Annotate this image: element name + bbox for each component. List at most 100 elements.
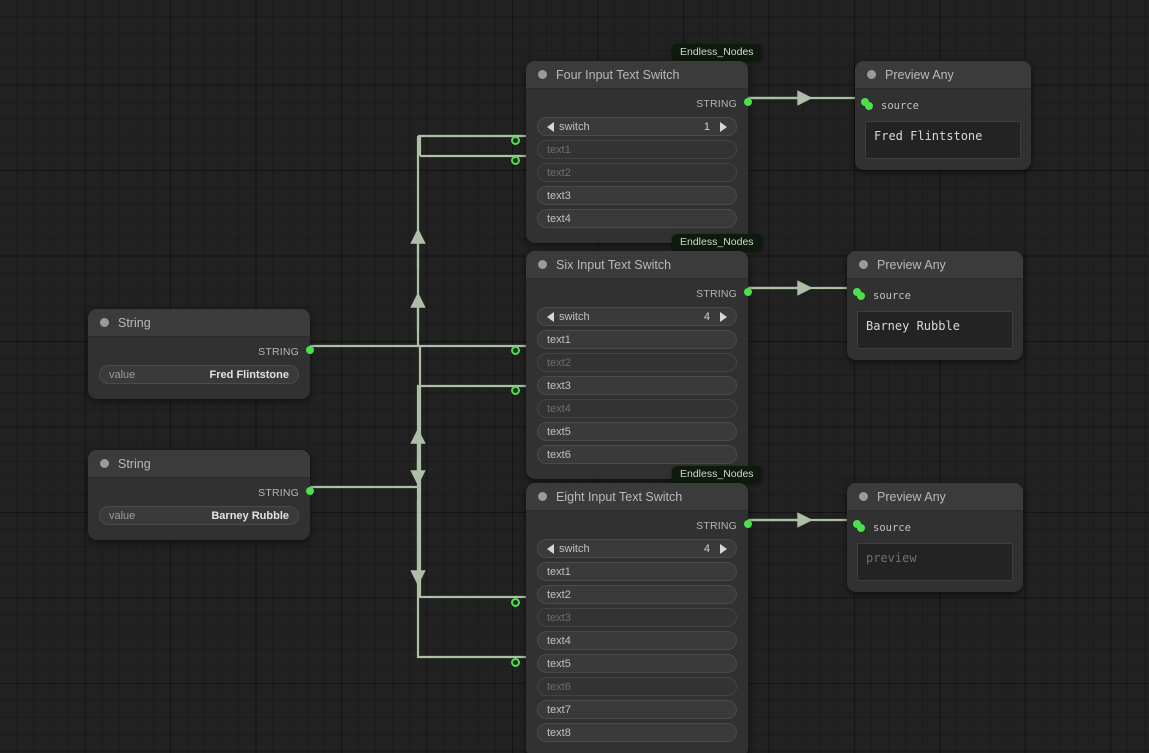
node-title-bar[interactable]: Preview Any	[855, 61, 1031, 89]
triangle-right-icon[interactable]	[720, 121, 727, 132]
output-label: STRING	[696, 287, 737, 300]
node-title-text: Four Input Text Switch	[556, 67, 680, 82]
source-port-dot-icon[interactable]	[857, 524, 865, 532]
output-port-string[interactable]	[306, 487, 314, 495]
switch-label: switch	[559, 120, 590, 133]
widget-label: text3	[547, 379, 571, 392]
node-body: STRING switch 4 text1 text2 text3 text4	[511, 279, 752, 479]
widget-text8[interactable]: text8	[537, 723, 737, 742]
widget-text3[interactable]: text3	[537, 608, 737, 627]
node-string-barney[interactable]: String STRING value Barney Rubble	[88, 450, 314, 540]
output-port-string[interactable]	[744, 520, 752, 528]
node-preview-any-1[interactable]: Preview Any source Fred Flintstone	[855, 61, 1031, 170]
widget-label: text5	[547, 657, 571, 670]
input-port-source[interactable]	[853, 520, 861, 528]
collapse-dot-icon[interactable]	[538, 70, 547, 79]
switch-value: 1	[703, 120, 710, 133]
source-row: source	[857, 520, 1013, 536]
widget-switch[interactable]: switch 1	[537, 117, 737, 136]
node-string-fred[interactable]: String STRING value Fred Flintstone	[88, 309, 314, 399]
triangle-left-icon[interactable]	[547, 311, 554, 322]
wire-to-eight-text6	[416, 487, 534, 659]
node-four-input-text-switch[interactable]: Four Input Text Switch STRING switch 1 t…	[511, 61, 752, 243]
output-label: STRING	[696, 97, 737, 110]
input-port-source[interactable]	[861, 98, 869, 106]
widget-text4[interactable]: text4	[537, 209, 737, 228]
input-port-text2[interactable]	[511, 346, 520, 355]
triangle-right-icon[interactable]	[720, 543, 727, 554]
widget-text2[interactable]: text2	[537, 353, 737, 372]
input-port-text2[interactable]	[511, 156, 520, 165]
collapse-dot-icon[interactable]	[100, 318, 109, 327]
preview-text-area[interactable]: Barney Rubble	[857, 311, 1013, 349]
input-port-text1[interactable]	[511, 136, 520, 145]
collapse-dot-icon[interactable]	[867, 70, 876, 79]
node-title-bar[interactable]: Four Input Text Switch	[526, 61, 748, 89]
node-title-bar[interactable]: Preview Any	[847, 251, 1023, 279]
widget-text7[interactable]: text7	[537, 700, 737, 719]
collapse-dot-icon[interactable]	[859, 260, 868, 269]
input-port-source[interactable]	[853, 288, 861, 296]
widget-text1[interactable]: text1	[537, 562, 737, 581]
widget-text2[interactable]: text2	[537, 163, 737, 182]
output-port-string[interactable]	[306, 346, 314, 354]
node-title-bar[interactable]: String	[88, 309, 310, 337]
source-label: source	[881, 100, 919, 112]
widget-value[interactable]: value Barney Rubble	[99, 506, 299, 525]
widget-text6[interactable]: text6	[537, 677, 737, 696]
widget-text3[interactable]: text3	[537, 376, 737, 395]
wire-to-six-text4	[416, 384, 534, 487]
widget-text4[interactable]: text4	[537, 631, 737, 650]
node-title-bar[interactable]: Eight Input Text Switch	[526, 483, 748, 511]
node-title-text: String	[118, 315, 151, 330]
output-row-string: STRING	[537, 285, 737, 302]
source-port-dot-icon[interactable]	[865, 102, 873, 110]
triangle-right-icon[interactable]	[720, 311, 727, 322]
wire-to-eight-text3	[418, 346, 534, 599]
widget-text1[interactable]: text1	[537, 140, 737, 159]
collapse-dot-icon[interactable]	[859, 492, 868, 501]
badge-endless-nodes: Endless_Nodes	[672, 234, 762, 251]
triangle-left-icon[interactable]	[547, 543, 554, 554]
input-port-text6[interactable]	[511, 658, 520, 667]
widget-label: text5	[547, 425, 571, 438]
source-row: source	[857, 288, 1013, 304]
widget-text3[interactable]: text3	[537, 186, 737, 205]
preview-text-area[interactable]: Fred Flintstone	[865, 121, 1021, 159]
collapse-dot-icon[interactable]	[100, 459, 109, 468]
output-label: STRING	[696, 519, 737, 532]
widget-value[interactable]: value Fred Flintstone	[99, 365, 299, 384]
node-preview-any-2[interactable]: Preview Any source Barney Rubble	[847, 251, 1023, 360]
output-port-string[interactable]	[744, 98, 752, 106]
widget-text6[interactable]: text6	[537, 445, 737, 464]
triangle-left-icon[interactable]	[547, 121, 554, 132]
node-eight-input-text-switch[interactable]: Eight Input Text Switch STRING switch 4 …	[511, 483, 752, 753]
badge-endless-nodes: Endless_Nodes	[672, 44, 762, 61]
widget-label: text6	[547, 448, 571, 461]
preview-text-area[interactable]: preview	[857, 543, 1013, 581]
widget-text5[interactable]: text5	[537, 422, 737, 441]
widget-switch[interactable]: switch 4	[537, 539, 737, 558]
widget-switch[interactable]: switch 4	[537, 307, 737, 326]
node-body: STRING switch 1 text1 text2 text3 text4	[511, 89, 752, 243]
widget-text2[interactable]: text2	[537, 585, 737, 604]
node-six-input-text-switch[interactable]: Six Input Text Switch STRING switch 4 te…	[511, 251, 752, 479]
switch-label: switch	[559, 542, 590, 555]
input-port-text4[interactable]	[511, 386, 520, 395]
node-title-text: Preview Any	[877, 489, 946, 504]
widget-value-text: Fred Flintstone	[209, 368, 289, 381]
node-title-bar[interactable]: Preview Any	[847, 483, 1023, 511]
collapse-dot-icon[interactable]	[538, 492, 547, 501]
input-port-text3[interactable]	[511, 598, 520, 607]
widget-text5[interactable]: text5	[537, 654, 737, 673]
widget-label: text2	[547, 588, 571, 601]
widget-text4[interactable]: text4	[537, 399, 737, 418]
node-title-bar[interactable]: Six Input Text Switch	[526, 251, 748, 279]
node-preview-any-3[interactable]: Preview Any source preview	[847, 483, 1023, 592]
widget-text1[interactable]: text1	[537, 330, 737, 349]
collapse-dot-icon[interactable]	[538, 260, 547, 269]
node-title-bar[interactable]: String	[88, 450, 310, 478]
output-port-string[interactable]	[744, 288, 752, 296]
source-port-dot-icon[interactable]	[857, 292, 865, 300]
